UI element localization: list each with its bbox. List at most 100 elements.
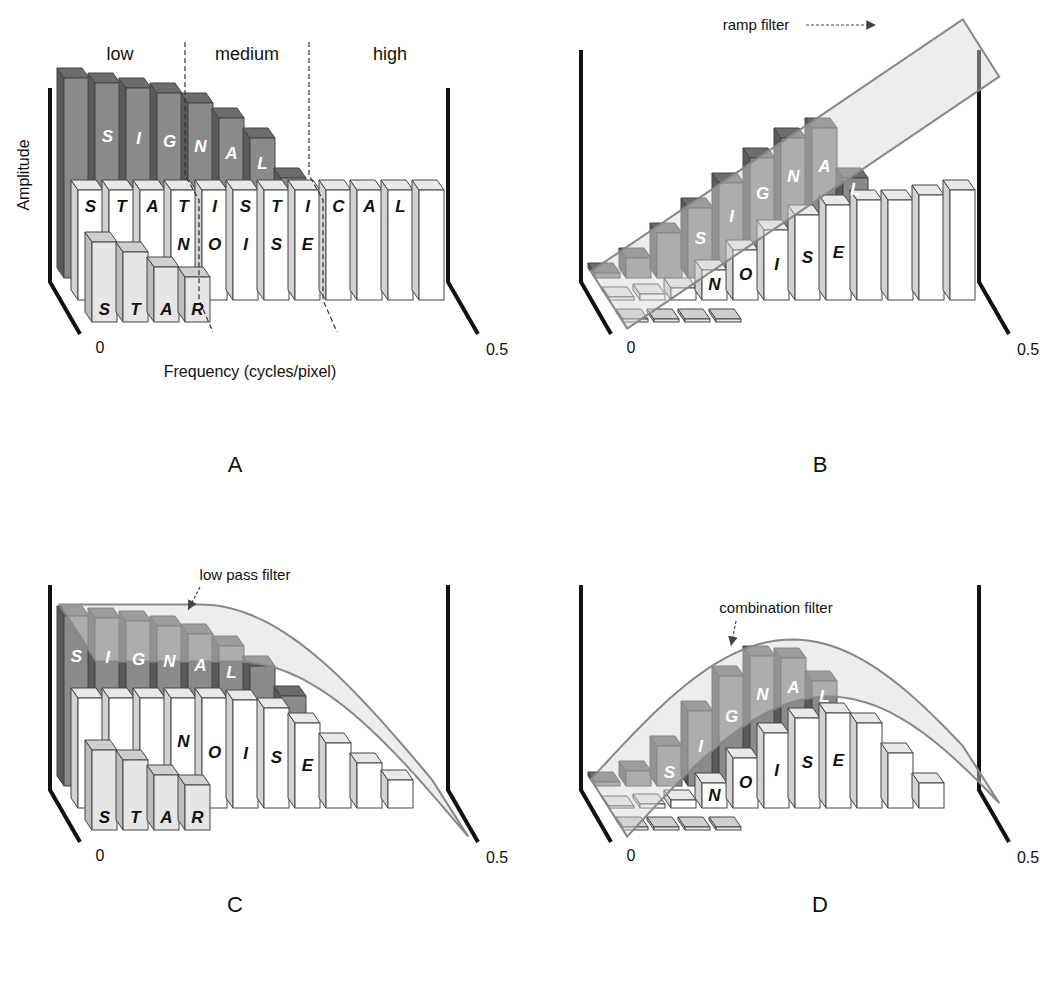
bar [881, 743, 913, 808]
bar [850, 190, 882, 300]
bar-letter: L [257, 155, 267, 174]
bar-letter: S [240, 198, 251, 217]
bar-letter: L [819, 688, 829, 707]
panel-art [581, 585, 1009, 842]
bar [350, 753, 382, 808]
bar-letter: I [305, 198, 310, 217]
bar [757, 723, 789, 808]
bar [319, 180, 351, 300]
tick-label: 0 [96, 339, 105, 357]
leader-arrow [806, 24, 876, 25]
bar-letter: A [146, 198, 158, 217]
bar-letter: I [136, 130, 141, 149]
bar [381, 770, 413, 808]
bar-letter: A [194, 657, 206, 676]
bar [85, 740, 117, 830]
panel-letter: D [812, 893, 828, 917]
bar [943, 180, 975, 300]
bar [288, 713, 320, 808]
bar [257, 180, 289, 300]
bar-letter: S [271, 236, 282, 255]
bar-letter: R [191, 809, 203, 828]
bar-letter: A [818, 157, 830, 176]
axis-line [448, 88, 478, 334]
bar-letter: A [160, 301, 172, 320]
bar-letter: N [194, 137, 206, 156]
panel-art [50, 42, 478, 334]
bar [147, 257, 179, 322]
bar [257, 698, 289, 808]
bar-letter: S [802, 248, 813, 267]
bar-letter: E [302, 756, 313, 775]
bar-letter: L [395, 198, 405, 217]
bar [819, 703, 851, 808]
bar [881, 190, 913, 300]
bar-letter: R [191, 301, 203, 320]
bar-letter: I [729, 207, 734, 226]
bar-letter: G [756, 185, 769, 204]
band-divider [309, 42, 337, 332]
bar [709, 309, 741, 322]
bar-letter: A [225, 145, 237, 164]
filter-label: ramp filter [723, 17, 790, 34]
bar-letter: O [208, 236, 221, 255]
bar-letter: E [833, 751, 844, 770]
bar-letter: O [739, 774, 752, 793]
bar-letter: T [130, 301, 140, 320]
bar-letter: N [708, 786, 720, 805]
bar [788, 708, 820, 808]
panel-letter: A [228, 453, 243, 477]
bar-letter: N [708, 276, 720, 295]
bar-letter: N [177, 732, 189, 751]
bar [319, 733, 351, 808]
bar [116, 750, 148, 830]
bar [226, 690, 258, 808]
bar-letter: N [163, 653, 175, 672]
bar [381, 180, 413, 300]
bar-letter: S [695, 230, 706, 249]
bar-letter: E [302, 236, 313, 255]
tick-label: 0.5 [486, 849, 508, 867]
bar-letter: I [698, 738, 703, 757]
axis-title: Frequency (cycles/pixel) [164, 363, 337, 381]
bar-letter: A [787, 679, 799, 698]
bar [85, 232, 117, 322]
panel-letter: C [227, 893, 243, 917]
filter-ribbon [591, 19, 999, 328]
band-divider [185, 42, 213, 332]
bar [226, 180, 258, 300]
tick-label: 0.5 [1017, 341, 1039, 359]
bar-letter: I [774, 761, 779, 780]
bar-letter: O [208, 744, 221, 763]
bar-letter: E [833, 243, 844, 262]
bar [709, 817, 741, 830]
bar [647, 817, 679, 830]
bar-letter: T [130, 809, 140, 828]
bar-letter: G [163, 132, 176, 151]
bar [788, 205, 820, 300]
bar-letter: S [102, 127, 113, 146]
tick-label: 0.5 [486, 341, 508, 359]
bar-letter: G [725, 708, 738, 727]
bar-letter: N [787, 167, 799, 186]
bar [412, 180, 444, 300]
filter-ribbon [591, 639, 999, 836]
panel-letter: B [813, 453, 828, 477]
tick-label: 0 [96, 847, 105, 865]
bar-letter: I [774, 256, 779, 275]
bar [726, 748, 758, 808]
bar-letter: L [226, 664, 236, 683]
bar [819, 195, 851, 300]
bar-letter: C [332, 198, 344, 217]
bar-letter: S [85, 198, 96, 217]
tick-label: 0 [627, 847, 636, 865]
band-label: medium [215, 45, 279, 65]
bar [350, 180, 382, 300]
bar-letter: S [99, 809, 110, 828]
bar-letter: S [802, 754, 813, 773]
bar-letter: T [116, 198, 126, 217]
leader-arrow [188, 587, 200, 610]
panel-art [50, 585, 478, 842]
axis-line [979, 585, 1009, 842]
